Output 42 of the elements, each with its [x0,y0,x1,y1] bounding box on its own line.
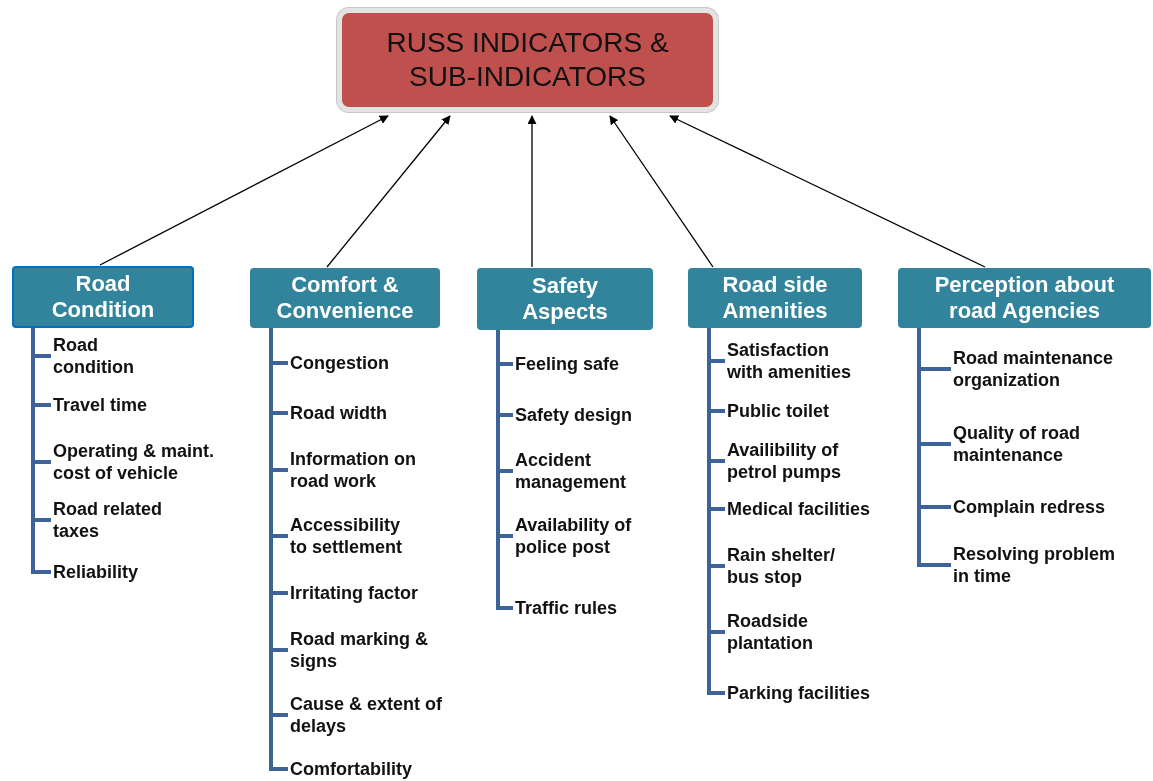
sub-indicator-text: Complain redress [953,496,1151,518]
sub-indicator-text: Information on road work [290,448,420,492]
sub-indicator-text: Road width [290,402,470,424]
sub-indicator-text: Parking facilities [727,682,897,704]
category-box: Perception about road Agencies [898,268,1151,328]
arrow [669,115,986,268]
sub-indicator-text: Road maintenance organization [953,347,1143,391]
sub-indicator-text: Operating & maint. cost of vehicle [53,440,221,484]
sub-indicator-text: Congestion [290,352,470,374]
sub-indicator-text: Reliability [53,561,243,583]
category-box: Road Condition [12,266,194,328]
sub-indicator-text: Irritating factor [290,582,470,604]
sub-indicator-text: Public toilet [727,400,887,422]
bracket-line [707,328,725,695]
category-box: Safety Aspects [477,268,653,330]
arrow [326,115,451,268]
sub-indicator-text: Quality of road maintenance [953,422,1123,466]
sub-indicator-text: Availibility of petrol pumps [727,439,892,483]
category-box: Road side Amenities [688,268,862,328]
sub-indicator-text: Roadside plantation [727,610,877,654]
sub-indicator-text: Safety design [515,404,665,426]
sub-indicator-text: Road related taxes [53,498,203,542]
sub-indicator-text: Availability of police post [515,514,665,558]
sub-indicator-text: Medical facilities [727,498,897,520]
sub-indicator-text: Road condition [53,334,163,378]
title-box: RUSS INDICATORS & SUB-INDICATORS [337,8,718,112]
sub-indicator-text: Accident management [515,449,665,493]
arrow [609,115,714,268]
sub-indicator-text: Traffic rules [515,597,665,619]
bracket-line [917,328,951,567]
sub-indicator-text: Road marking & signs [290,628,436,672]
sub-indicator-text: Comfortability [290,758,470,780]
sub-indicator-text: Accessibility to settlement [290,514,422,558]
sub-indicator-text: Resolving problem in time [953,543,1125,587]
sub-indicator-text: Rain shelter/ bus stop [727,544,867,588]
category-box: Comfort & Convenience [250,268,440,328]
sub-indicator-text: Cause & extent of delays [290,693,472,737]
arrow [527,115,537,268]
sub-indicator-text: Travel time [53,394,243,416]
sub-indicator-text: Satisfaction with amenities [727,339,867,383]
sub-indicator-text: Feeling safe [515,353,665,375]
arrow [99,115,389,266]
